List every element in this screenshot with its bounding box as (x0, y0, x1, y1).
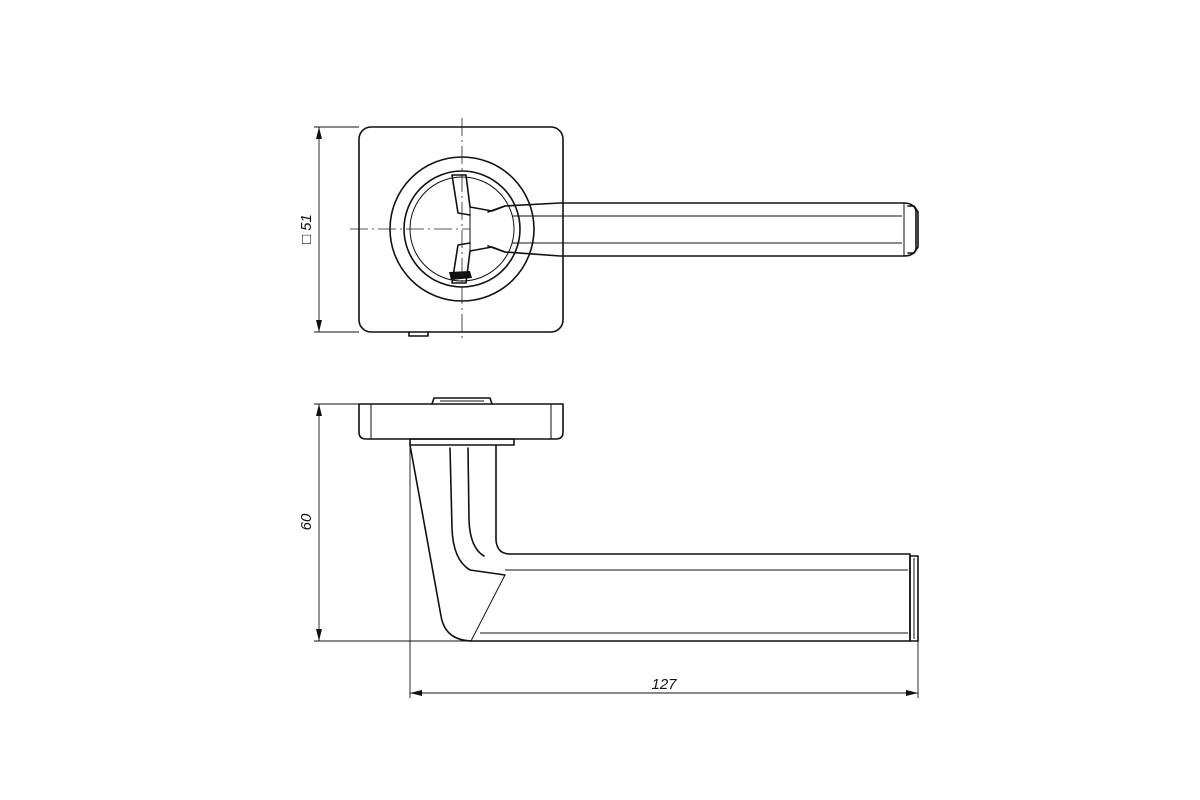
dim-51-arrow-top (316, 127, 322, 139)
upper-neck-wedge (451, 174, 506, 216)
lever-body (487, 202, 917, 257)
neck-outer (409, 444, 472, 642)
rose-plate-side (358, 403, 564, 440)
rose-bottom-ring (409, 438, 515, 446)
square-symbol: □ (298, 235, 315, 244)
dim-127-label: 127 (651, 676, 677, 693)
rose-size-value: 51 (298, 214, 315, 231)
neck-inner-front (449, 447, 506, 576)
square-rose-plate (358, 126, 564, 333)
rose-top-cap (431, 397, 493, 405)
dim-127-arrow-right (906, 690, 918, 696)
lever-side-end-cap (909, 555, 919, 642)
indicator-slot (449, 271, 472, 280)
dim-60-arrow-top (316, 404, 322, 416)
lever-end-cap (907, 205, 919, 254)
dim-60-arrow-bottom (316, 629, 322, 641)
dim-127-arrow-left (410, 690, 422, 696)
neck-rear (495, 445, 511, 555)
neck-diagonal (470, 574, 506, 642)
lever-side-body (470, 553, 911, 642)
dim-51-label: □ 51 (298, 214, 315, 244)
rose-bottom-notch (408, 331, 429, 337)
front-view: □ 51 (298, 118, 919, 342)
side-view: 60 127 (298, 397, 919, 698)
dim-60-label: 60 (298, 513, 315, 530)
neck-inner-back (467, 447, 485, 557)
dim-51-arrow-bottom (316, 320, 322, 332)
